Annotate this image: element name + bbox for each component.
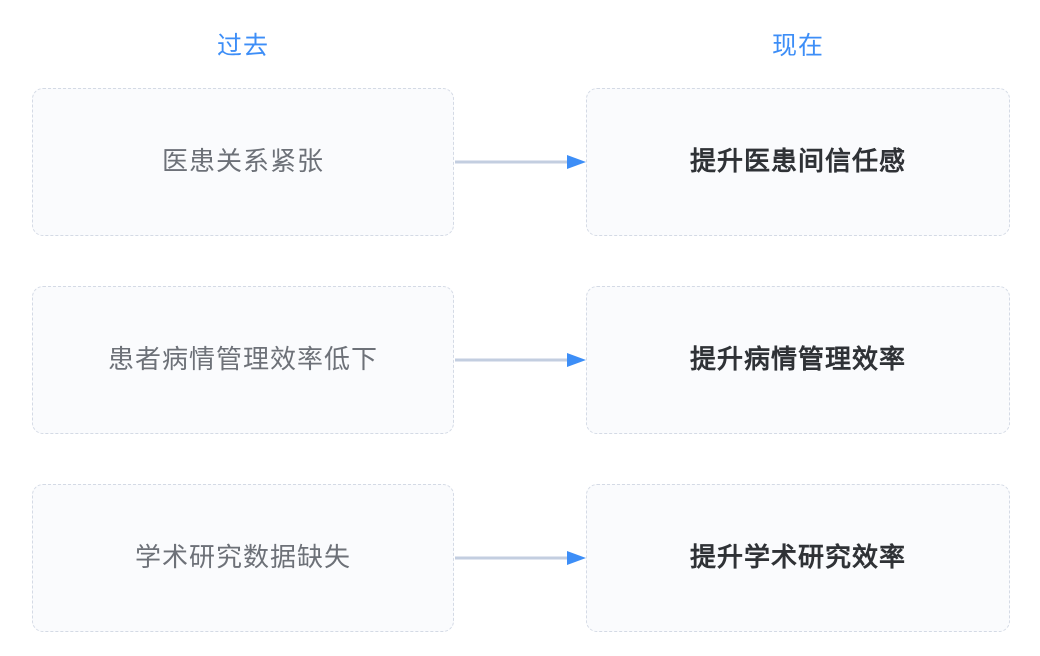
now-card[interactable]: 提升医患间信任感 bbox=[586, 88, 1010, 236]
arrow-right-icon bbox=[455, 353, 586, 367]
comparison-row: 医患关系紧张 提升医患间信任感 bbox=[0, 88, 1040, 236]
now-card-label: 提升病情管理效率 bbox=[689, 344, 906, 375]
now-card-label: 提升医患间信任感 bbox=[689, 146, 906, 177]
arrow-right-icon bbox=[455, 155, 586, 169]
past-card-label: 患者病情管理效率低下 bbox=[107, 344, 378, 375]
past-card[interactable]: 学术研究数据缺失 bbox=[32, 484, 454, 632]
past-card-label: 医患关系紧张 bbox=[161, 146, 324, 177]
comparison-row: 学术研究数据缺失 提升学术研究效率 bbox=[0, 484, 1040, 632]
past-card[interactable]: 患者病情管理效率低下 bbox=[32, 286, 454, 434]
column-header-now: 现在 bbox=[771, 32, 824, 60]
past-card[interactable]: 医患关系紧张 bbox=[32, 88, 454, 236]
past-card-label: 学术研究数据缺失 bbox=[134, 542, 351, 573]
now-card-label: 提升学术研究效率 bbox=[689, 542, 906, 573]
column-header-past: 过去 bbox=[216, 32, 269, 60]
comparison-row: 患者病情管理效率低下 提升病情管理效率 bbox=[0, 286, 1040, 434]
now-card[interactable]: 提升病情管理效率 bbox=[586, 286, 1010, 434]
now-card[interactable]: 提升学术研究效率 bbox=[586, 484, 1010, 632]
arrow-right-icon bbox=[455, 551, 586, 565]
